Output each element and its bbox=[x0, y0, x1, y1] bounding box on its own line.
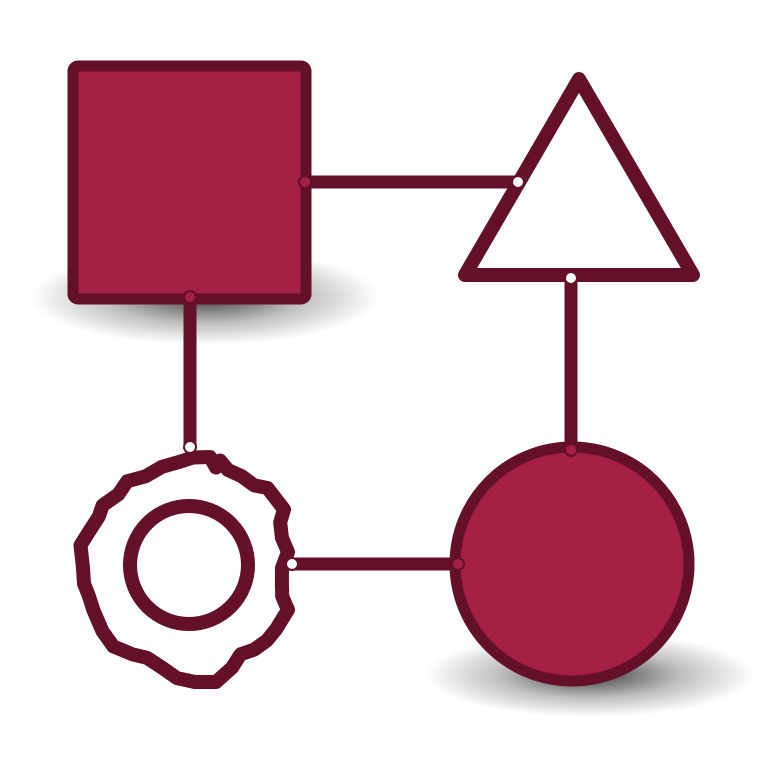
joint-square-right bbox=[298, 175, 312, 189]
joint-square-bottom bbox=[183, 290, 197, 304]
gear-node bbox=[73, 450, 295, 689]
square-node bbox=[67, 60, 312, 305]
joint-circle-left bbox=[451, 557, 465, 571]
joint-gear-top bbox=[183, 440, 197, 454]
circle-icon bbox=[449, 441, 695, 687]
gear-hub-icon bbox=[123, 499, 255, 631]
square-icon bbox=[67, 60, 312, 305]
circle-node bbox=[449, 441, 695, 687]
joint-triangle-left bbox=[511, 175, 525, 189]
joint-triangle-bottom bbox=[564, 271, 578, 285]
joint-circle-top bbox=[564, 443, 578, 457]
joint-gear-right bbox=[285, 557, 299, 571]
connector-joints bbox=[183, 175, 578, 571]
connectors bbox=[183, 175, 578, 571]
